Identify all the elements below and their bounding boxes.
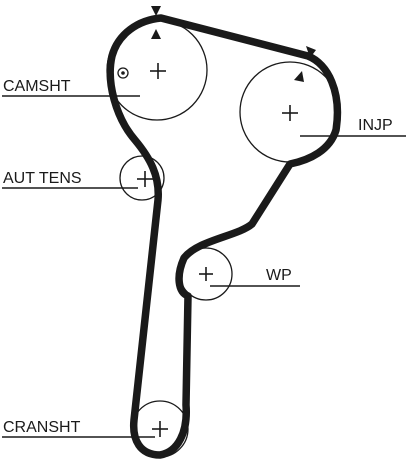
water-pump-label: WP <box>266 267 292 284</box>
injection-pump-outer-timing-mark-icon <box>306 46 316 58</box>
camshaft-inner-timing-mark-icon <box>151 29 161 39</box>
camshaft-marker-icon <box>117 67 129 79</box>
camshaft-outer-timing-mark-icon <box>151 6 161 16</box>
injection-pump-inner-timing-mark-icon <box>294 71 304 82</box>
auto-tensioner-center-icon <box>137 171 153 187</box>
injection-pump-center-icon <box>282 105 298 121</box>
timing-belt <box>106 14 342 459</box>
camshaft-label: CAMSHT <box>3 78 71 95</box>
water-pump-center-icon <box>199 267 213 281</box>
camshaft-center-icon <box>150 63 166 79</box>
crankshaft-center-icon <box>152 421 168 437</box>
auto-tensioner-label: AUT TENS <box>3 170 82 187</box>
injection-pump-label: INJP <box>358 117 393 134</box>
crankshaft-label: CRANSHT <box>3 419 81 436</box>
